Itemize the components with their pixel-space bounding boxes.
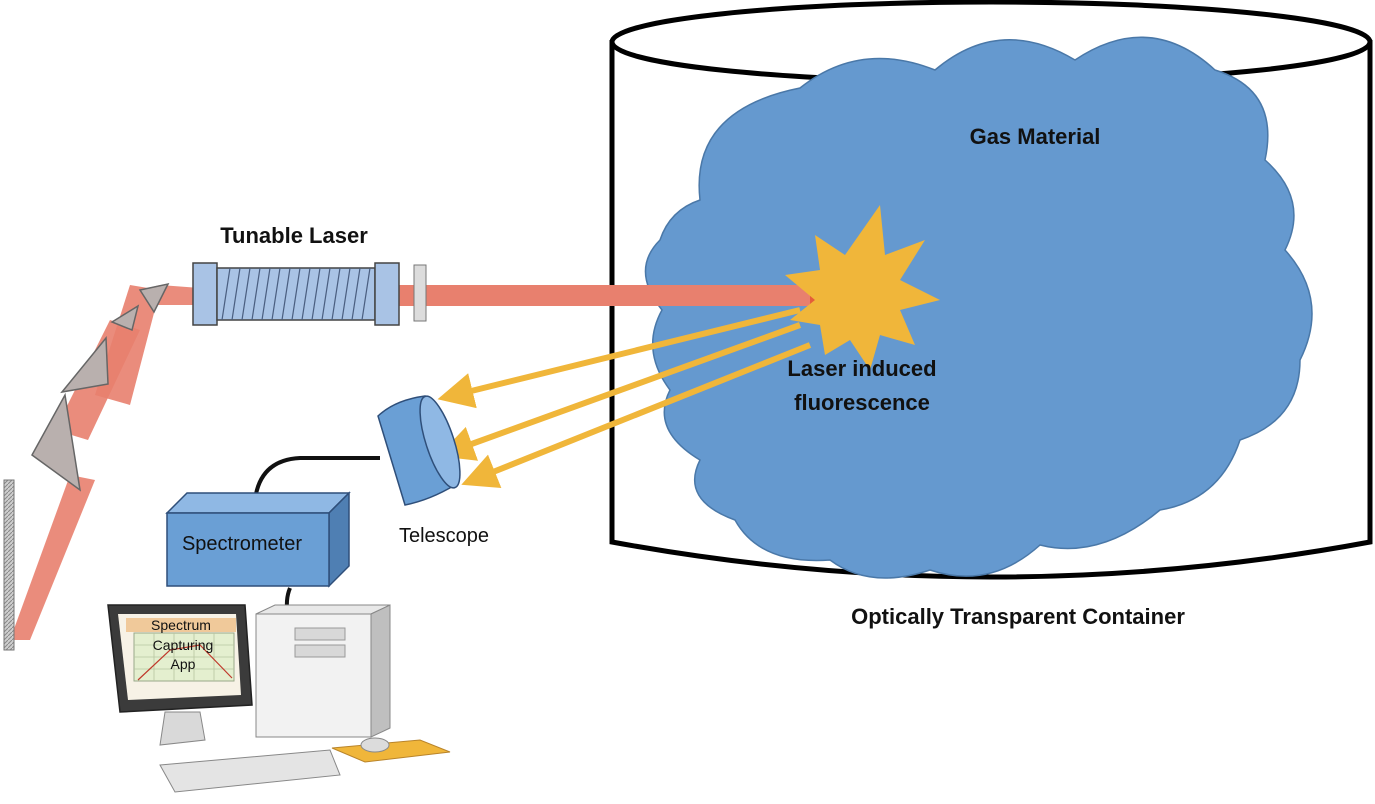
telescope <box>377 395 461 506</box>
prism <box>31 392 82 492</box>
tunable-laser-device <box>192 262 427 326</box>
computer-tower <box>255 604 391 738</box>
tunable-laser-label: Tunable Laser <box>220 223 368 248</box>
prism <box>138 282 170 314</box>
monitor <box>107 604 253 746</box>
lif-label-line2: fluorescence <box>794 390 930 415</box>
gas-cloud <box>644 36 1313 579</box>
prism <box>110 304 140 332</box>
app-label-line3: App <box>171 656 196 672</box>
gas-material-label: Gas Material <box>970 124 1101 149</box>
lif-label-line1: Laser induced <box>787 356 936 381</box>
telescope-cable <box>253 456 380 501</box>
spectrometer <box>165 491 351 588</box>
app-label-line1: Spectrum <box>151 617 211 633</box>
fluorescence-burst <box>785 205 940 370</box>
container-label: Optically Transparent Container <box>851 604 1185 629</box>
fluorescence-arrows <box>437 307 812 489</box>
prism-group <box>31 282 170 492</box>
mirror <box>3 479 15 651</box>
mouse-pad <box>331 737 451 763</box>
prism <box>60 335 109 394</box>
telescope-label: Telescope <box>399 525 489 547</box>
keyboard <box>159 749 341 793</box>
spectrometer-label: Spectrometer <box>182 533 302 555</box>
app-label-line2: Capturing <box>153 637 214 653</box>
